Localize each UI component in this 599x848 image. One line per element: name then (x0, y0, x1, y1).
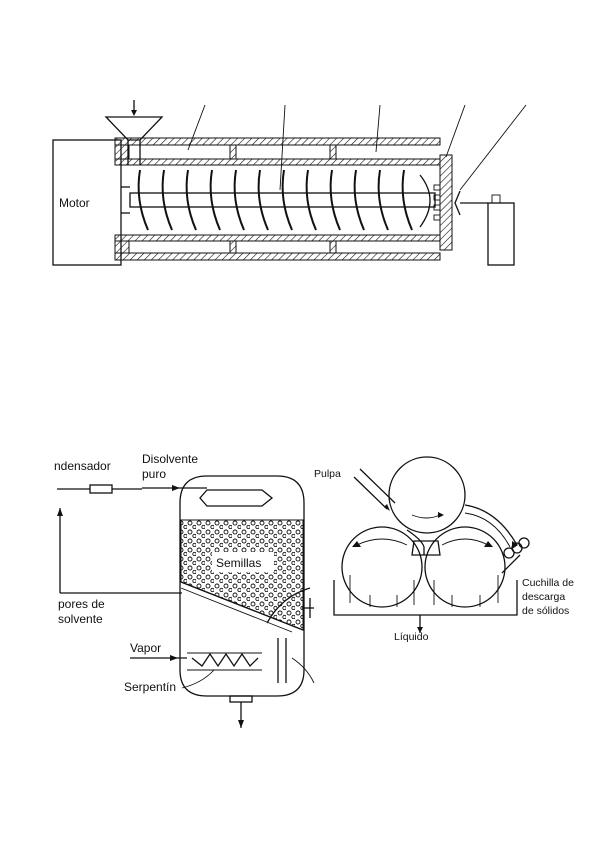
left-roll (341, 526, 423, 608)
drip-arrows (349, 575, 499, 607)
die-plate (439, 154, 453, 251)
cutter-motor (487, 202, 515, 266)
collection-tray (333, 580, 518, 616)
solvent-label-line1: Disolvente (142, 452, 198, 466)
coil-label: Serpentín (124, 680, 176, 694)
blade-label-line2: descarga (522, 591, 565, 603)
spray-nozzle (199, 489, 274, 507)
condenser (89, 484, 113, 494)
liquid-label: Líquido (394, 631, 429, 643)
screw-flights (137, 169, 413, 231)
top-roll (388, 456, 466, 534)
extractor-vessel (179, 475, 305, 697)
rotary-filter-diagram: Pulpa Cuchilla de descarga de sólidos Lí… (314, 456, 574, 643)
vapors-label-line1: pores de (58, 597, 105, 611)
vapors-label-line2: solvente (58, 612, 103, 626)
seed-bed (180, 519, 304, 631)
barrel-top-shell (114, 137, 441, 146)
screw-extruder-diagram: Motor (52, 100, 527, 266)
steam-label: Vapor (130, 641, 161, 655)
motor-label: Motor (59, 196, 90, 210)
barrel-bottom-shell (114, 234, 441, 242)
condenser-label: ndensador (54, 459, 111, 473)
solvent-label-line2: puro (142, 467, 166, 481)
motor-box (52, 139, 122, 266)
seeds-label: Semillas (216, 556, 261, 570)
feed-hopper (104, 116, 164, 141)
blade-label-line1: Cuchilla de (522, 577, 574, 589)
heating-coil (191, 652, 259, 668)
pulp-label: Pulpa (314, 468, 341, 480)
solvent-extractor-diagram: Semillas ndensador (54, 452, 315, 728)
right-roll (424, 526, 506, 608)
blade-label-line3: de sólidos (522, 605, 569, 617)
